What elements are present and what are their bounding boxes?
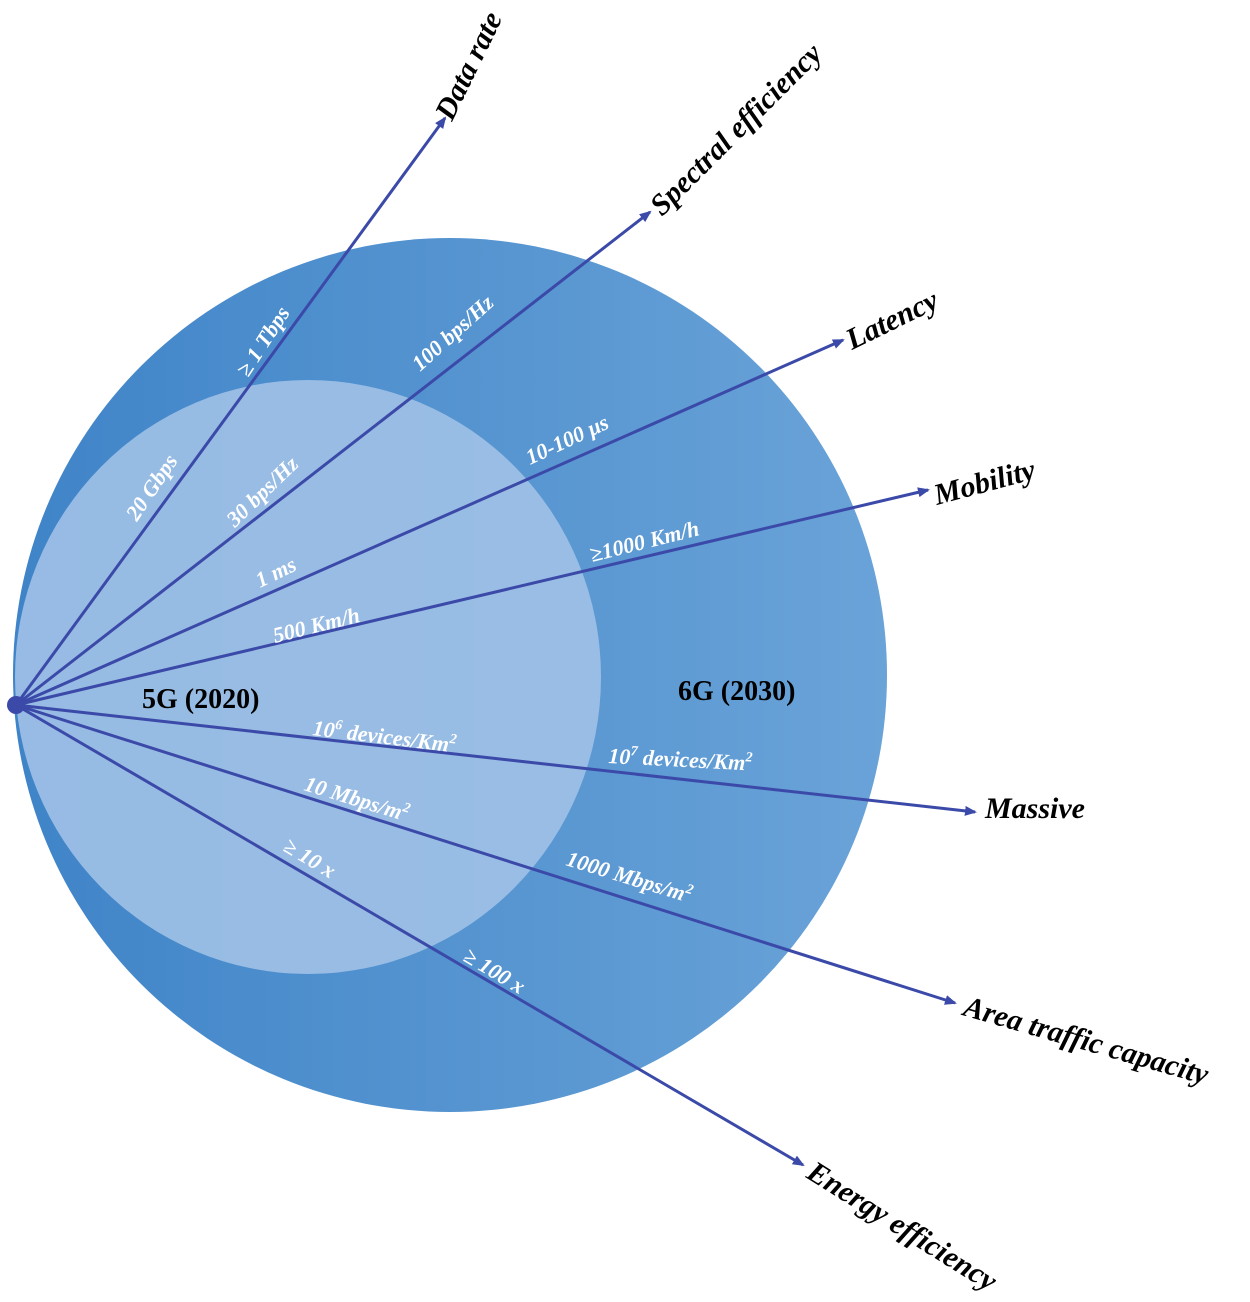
axis-name-data-rate: Data rate bbox=[428, 6, 509, 125]
axis-name-area-traffic: Area traffic capacity bbox=[958, 989, 1213, 1091]
axis-name-spectral: Spectral efficiency bbox=[644, 37, 829, 222]
axis-name-massive: Massive bbox=[984, 792, 1085, 825]
origin-dot bbox=[7, 696, 25, 714]
axis-name-energy: Energy efficiency bbox=[800, 1154, 1003, 1298]
value-6g-massive: 107 devices/Km2 bbox=[608, 743, 753, 776]
axis-name-mobility: Mobility bbox=[929, 453, 1039, 512]
arrow-energy bbox=[15, 703, 805, 1167]
axes-arrows bbox=[14, 116, 977, 1167]
arrow-data-rate bbox=[14, 116, 447, 706]
label-5g: 5G (2020) bbox=[142, 684, 259, 715]
inner-circle-5g bbox=[15, 380, 601, 974]
axis-name-latency: Latency bbox=[840, 283, 944, 356]
arrow-massive bbox=[15, 703, 977, 816]
arrow-spectral bbox=[15, 210, 652, 707]
label-6g: 6G (2030) bbox=[678, 676, 795, 707]
arrow-mobility bbox=[15, 487, 930, 707]
arrow-latency bbox=[15, 338, 845, 707]
arrow-area-traffic bbox=[15, 703, 957, 1005]
